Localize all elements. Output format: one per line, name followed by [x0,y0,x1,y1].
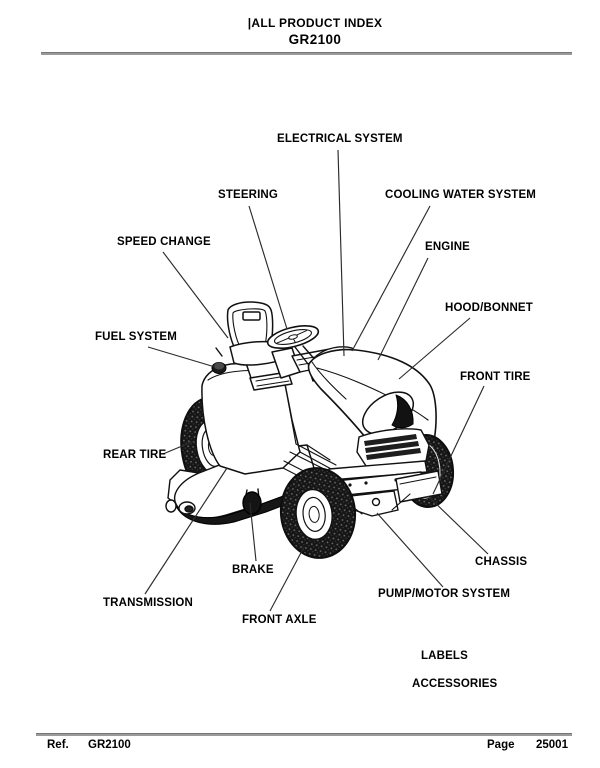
page-header: |ALL PRODUCT INDEX GR2100 [15,16,600,47]
callout-cooling-water-system[interactable]: COOLING WATER SYSTEM [385,189,537,201]
callout-rear-tire[interactable]: REAR TIRE [103,449,167,461]
footer-ref-value: GR2100 [88,739,131,751]
callout-front-tire[interactable]: FRONT TIRE [460,371,531,383]
footer-page-value: 25001 [536,739,568,751]
footer-rule [36,733,572,736]
steering-wheel-graphic [266,325,320,365]
fuel-cap-graphic [211,347,227,374]
callout-labels[interactable]: LABELS [421,650,468,662]
front-left-tire-graphic [279,467,357,559]
callout-hood-bonnet[interactable]: HOOD/BONNET [445,302,533,314]
model-title: GR2100 [288,32,342,47]
footer-page-label: Page [487,739,515,751]
callout-fuel-system[interactable]: FUEL SYSTEM [95,331,177,343]
callout-electrical-system[interactable]: ELECTRICAL SYSTEM [277,133,403,145]
callout-engine[interactable]: ENGINE [425,241,470,253]
grille-frame-graphic [283,428,443,517]
header-rule [41,52,572,55]
callout-accessories[interactable]: ACCESSORIES [412,678,498,690]
callout-transmission[interactable]: TRANSMISSION [103,597,193,609]
callout-speed-change[interactable]: SPEED CHANGE [117,236,211,248]
callout-chassis[interactable]: CHASSIS [475,556,528,568]
page-title: |ALL PRODUCT INDEX [247,16,383,30]
callout-brake[interactable]: BRAKE [232,564,274,576]
footer-ref-label: Ref. [47,739,69,751]
callout-pump-motor-system[interactable]: PUMP/MOTOR SYSTEM [378,588,511,600]
callout-front-axle[interactable]: FRONT AXLE [242,614,317,626]
callout-steering[interactable]: STEERING [218,189,278,201]
